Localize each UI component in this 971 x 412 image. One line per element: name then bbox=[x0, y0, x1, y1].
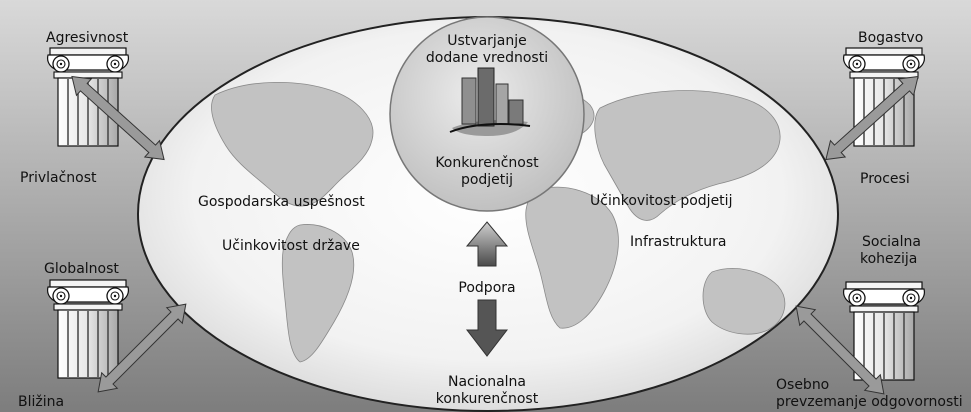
label-business-efficiency: Učinkovitost podjetij bbox=[590, 193, 733, 209]
label-value-creation-2: dodane vrednosti bbox=[425, 50, 549, 66]
label-social: Socialna bbox=[862, 234, 921, 250]
city-icon bbox=[449, 67, 531, 136]
label-company-competitiveness-1: Konkurenčnost bbox=[435, 155, 539, 171]
label-cohesion: kohezija bbox=[860, 251, 918, 267]
label-national-competitiveness-2: konkurenčnost bbox=[435, 391, 539, 407]
label-responsibility: prevzemanje odgovornosti bbox=[776, 394, 963, 410]
label-economic-performance: Gospodarska uspešnost bbox=[198, 194, 365, 210]
label-personal: Osebno bbox=[776, 377, 830, 393]
label-proximity: Bližina bbox=[18, 394, 65, 410]
label-company-competitiveness-2: podjetij bbox=[460, 172, 514, 188]
diagonal-arrows bbox=[71, 75, 919, 395]
label-aggressiveness: Agresivnost bbox=[46, 30, 129, 46]
label-infrastructure: Infrastruktura bbox=[630, 234, 727, 250]
label-value-creation-1: Ustvarjanje bbox=[447, 33, 527, 49]
support-arrow bbox=[465, 221, 509, 357]
label-government-efficiency: Učinkovitost države bbox=[222, 238, 360, 254]
label-wealth: Bogastvo bbox=[858, 30, 924, 46]
label-national-competitiveness-1: Nacionalna bbox=[448, 374, 526, 390]
label-globality: Globalnost bbox=[44, 261, 119, 277]
label-processes: Procesi bbox=[860, 171, 910, 187]
label-attractiveness: Privlačnost bbox=[20, 170, 97, 186]
pillar-globality bbox=[46, 279, 130, 379]
label-support: Podpora bbox=[458, 280, 516, 296]
